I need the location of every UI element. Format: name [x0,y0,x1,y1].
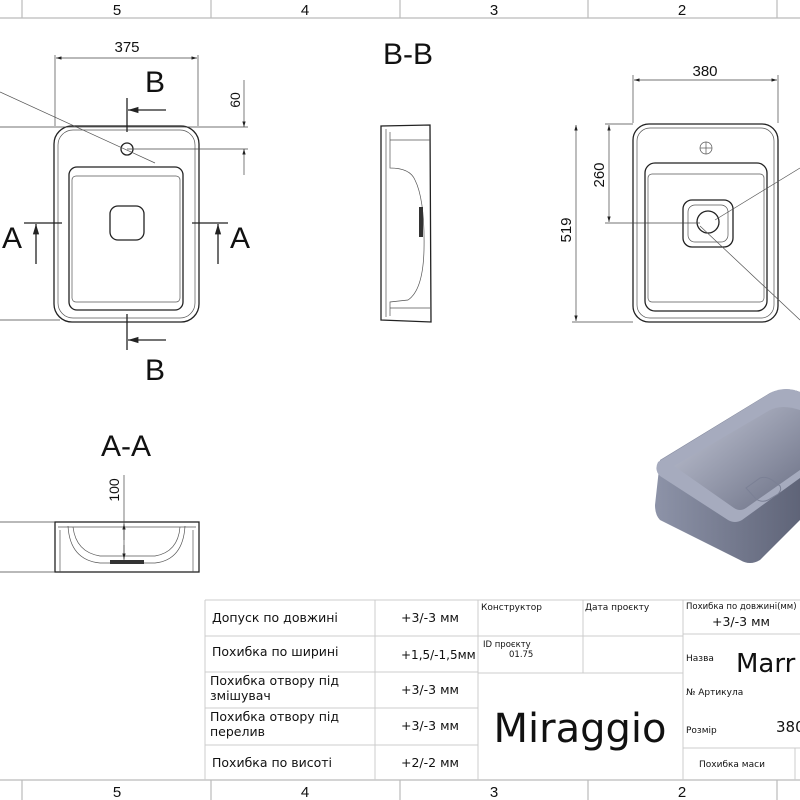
zone-label: 2 [678,784,686,800]
length-tolerance-label: Похибка по довжині(мм) [686,602,797,612]
tolerance-value: +3/-3 мм [401,610,459,625]
zone-label: 3 [490,2,498,19]
mass-tolerance-label: Похибка маси [699,760,765,770]
tolerance-label: Похибка по ширині [212,644,339,659]
section-a-label-right: A [230,222,250,255]
section-aa-title: A-A [101,430,151,463]
section-bb-title: B-B [383,38,433,71]
tolerance-label: Похибка по висоті [212,755,332,770]
article-label: № Артикула [686,688,743,698]
zone-label: 5 [113,2,121,19]
zone-label: 5 [113,784,121,800]
project-id: 01.75 [509,650,533,660]
product-name: Marr [736,649,796,679]
dimension-depth: 100 [106,478,122,502]
tolerance-label: Допуск по довжині [212,610,338,625]
title-block: Допуск по довжині +3/-3 мм Похибка по ши… [204,599,800,780]
zone-label: 3 [490,784,498,800]
zone-label: 4 [301,784,309,800]
dimension-width: 375 [114,39,139,56]
section-view-aa: A-A 100 [0,430,200,573]
size-value: 380 [776,718,800,736]
tolerance-value: +2/-2 мм [401,755,459,770]
tolerance-value: +3/-3 мм [401,718,459,733]
section-view-bb: B-B [380,38,433,323]
name-label: Назва [686,654,714,664]
zone-label: 2 [678,2,686,19]
tolerance-value: +3/-3 мм [401,682,459,697]
dimension-width: 380 [692,63,717,80]
section-b-label-top: B [145,66,165,99]
plan-view-right: 380 260 519 [558,63,800,323]
tolerance-value: +1,5/-1,5мм [401,648,476,662]
tolerance-label: Похибка отвору під перелив [210,709,339,739]
size-label: Розмір [686,726,717,736]
dimension-drain-offset: 260 [591,162,608,187]
dimension-hole-offset: 60 [227,92,243,108]
designer-label: Конструктор [481,603,542,613]
project-id-label: ID проєкту [483,640,531,650]
sink-3d-render [655,389,800,563]
section-a-label-left: A [2,222,22,255]
tolerance-label: Похибка отвору під змішувач [210,673,339,703]
length-tolerance-value: +3/-3 мм [712,614,770,629]
zone-label: 4 [301,2,309,19]
brand-logo: Miraggio [494,706,667,752]
date-label: Дата проєкту [585,603,650,613]
section-b-label-bottom: B [145,354,165,387]
dimension-length: 519 [558,217,575,242]
plan-view-left: 375 60 B B A A [0,39,250,387]
